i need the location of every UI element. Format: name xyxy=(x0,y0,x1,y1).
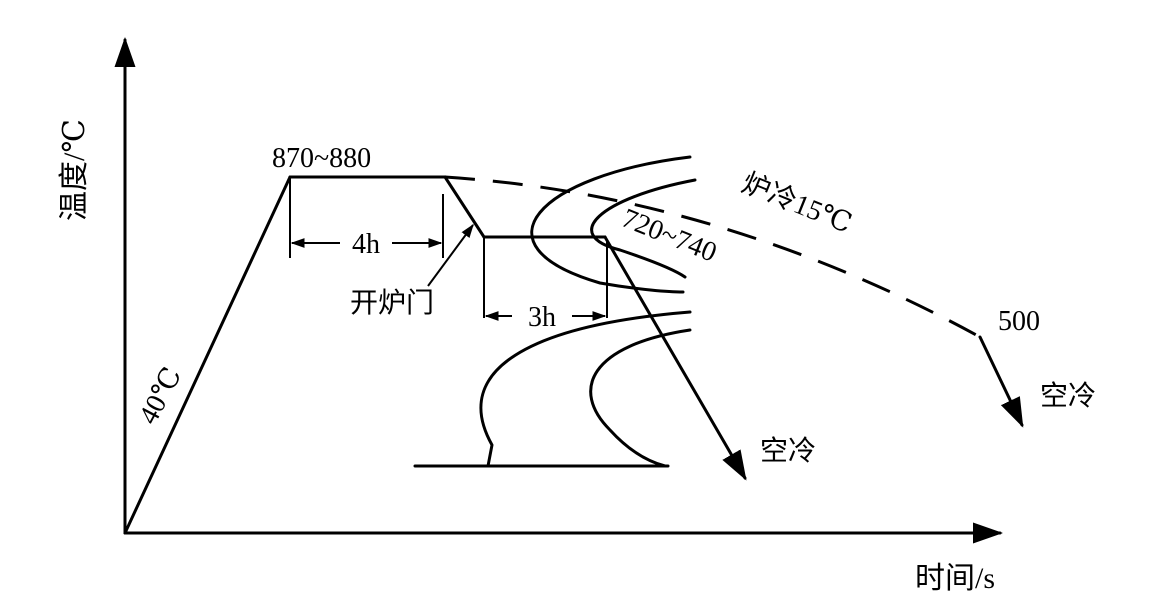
c-curve-lower-inner xyxy=(589,328,692,468)
air-cool-line-1 xyxy=(603,235,747,481)
x-axis-label: 时间/s xyxy=(915,562,995,595)
hold-time-1-label: 4h xyxy=(352,229,380,260)
y-axis-label: 温度/℃ xyxy=(58,119,91,221)
furnace-cool-dashed-curve xyxy=(444,175,981,339)
heating-rate-label: 40℃ xyxy=(133,363,188,430)
air-cool-label-right: 空冷 xyxy=(1040,380,1096,412)
cooling-to-isothermal-line xyxy=(443,175,486,239)
isothermal-temp-label: 720~740 xyxy=(617,203,721,269)
open-door-label: 开炉门 xyxy=(350,287,434,319)
furnace-cool-label: 炉冷15℃ xyxy=(737,167,856,240)
c-curve-upper-outer xyxy=(530,155,692,294)
c-curve-lower-outer xyxy=(479,310,692,468)
air-cool-line-2 xyxy=(978,335,1024,428)
c-curve-upper-inner xyxy=(590,178,697,279)
end-temp-label: 500 xyxy=(998,306,1040,337)
air-cool-label-center: 空冷 xyxy=(760,435,816,467)
high-temp-label: 870~880 xyxy=(272,143,371,174)
open-door-pointer xyxy=(427,223,474,287)
heating-line xyxy=(123,175,292,535)
hold-time-2-label: 3h xyxy=(528,302,556,333)
